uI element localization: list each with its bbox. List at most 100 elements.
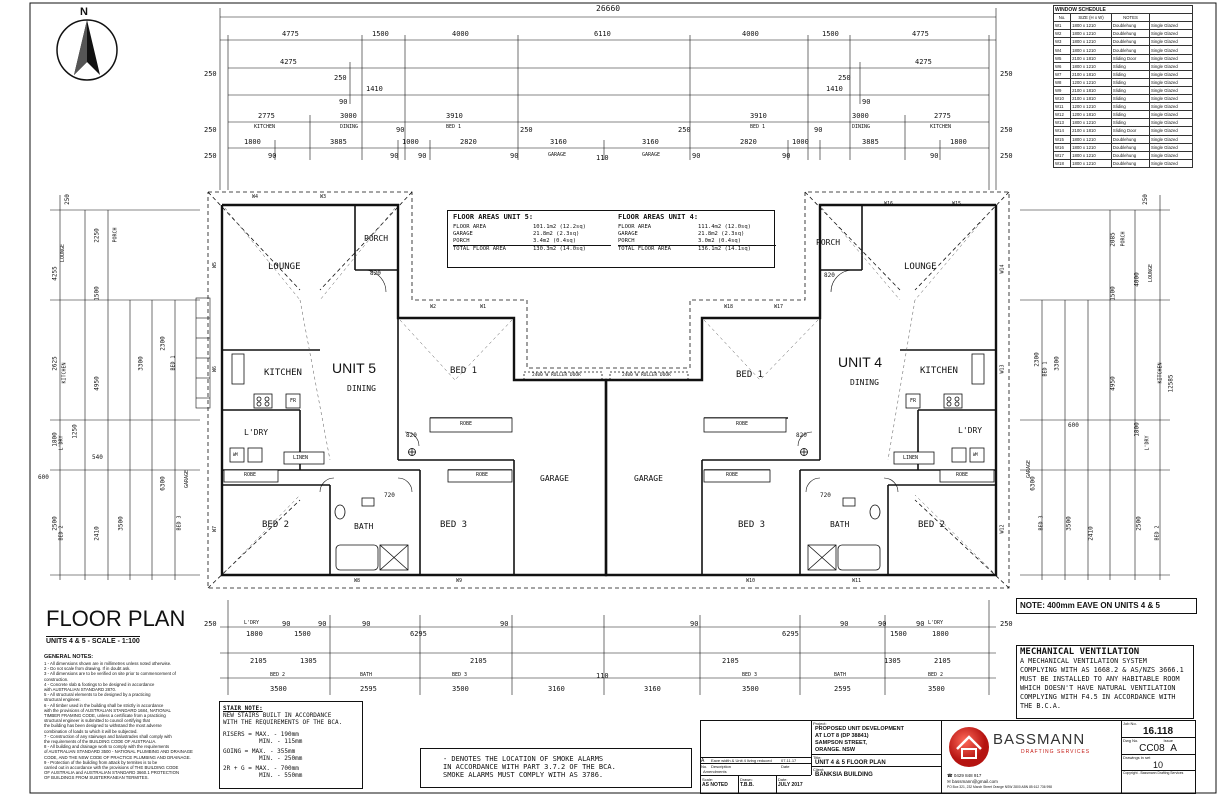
- window-schedule-cell: 1800 x 1210: [1070, 29, 1112, 39]
- u4-lounge: LOUNGE: [904, 262, 937, 272]
- window-schedule-cell: Doublehung: [1110, 37, 1151, 47]
- mech-line: MUST BE INSTALLED TO ANY HABITABLE ROOM: [1020, 675, 1180, 683]
- drawn-cell: Drawn:T.B.B.: [739, 776, 777, 794]
- ldim-label-1: LOUNGE: [60, 243, 67, 263]
- window-schedule-cell: Single Glazed: [1149, 53, 1193, 63]
- rdim-label-6: BED 3: [1038, 515, 1045, 531]
- general-note-line: construction.: [44, 676, 69, 682]
- rdim-label-4: BED 1: [1042, 361, 1049, 377]
- project-line: AT LOT 8 (DP 38841): [815, 733, 869, 739]
- bdim2-4: 2105: [722, 657, 739, 665]
- window-schedule-cell: Single Glazed: [1149, 102, 1193, 112]
- mech-vent-title: MECHANICAL VENTILATION: [1020, 647, 1140, 657]
- door-w-2: 820: [406, 432, 417, 439]
- dim-row3-3: 1410: [366, 85, 383, 93]
- dim-row4-5: 3000: [852, 112, 869, 120]
- window-schedule-cell: W1: [1052, 21, 1072, 31]
- window-schedule-cell: 1200 x 1210: [1070, 102, 1112, 112]
- area-label: TOTAL FLOOR AREA: [453, 246, 506, 252]
- dim-row5-small-2: 90: [268, 152, 277, 160]
- project-line: ORANGE. NSW: [815, 747, 856, 753]
- win-tag-w13: W13: [999, 364, 1006, 374]
- amendments-area: A Eave width & Unit 4 living reduced 07.…: [701, 721, 812, 775]
- stair-2rg-min: MIN. - 550mm: [259, 772, 303, 779]
- stair-2rg: 2R + G = MAX. - 700mm: [223, 765, 299, 772]
- phone-text: 0429 848 917: [953, 773, 982, 778]
- title-label: Title:: [811, 754, 941, 760]
- door-w-4: 720: [820, 492, 831, 499]
- dim-row4-2: 3000: [340, 112, 357, 120]
- project-line: PROPOSED UNIT DEVELOPMENT: [815, 726, 904, 732]
- win-tag-w3: W3: [320, 194, 327, 200]
- area-value: 136.1m2 (14.1sq): [698, 246, 751, 252]
- u4-wm: WM: [973, 452, 978, 457]
- dim-row4-edge-5: 90: [814, 126, 823, 134]
- window-schedule-cell: 1200 x 1210: [1070, 77, 1112, 87]
- bsmall-6: 90: [840, 620, 849, 628]
- u4-dining: DINING: [850, 378, 879, 387]
- dim-row5-small-10: 250: [1000, 152, 1013, 160]
- dim-row3-2: 90: [339, 98, 348, 106]
- window-schedule-cell: 1800 x 1210: [1070, 118, 1112, 128]
- project-info: Project: PROPOSED UNIT DEVELOPMENT AT LO…: [811, 721, 942, 793]
- stair-line: NEW STAIRS BUILT IN ACCORDANCE: [223, 712, 332, 719]
- ldim-label-2: PORCH: [112, 227, 119, 243]
- dim-row5-4: 2820: [460, 138, 477, 146]
- general-note-line: TIMBER FRAMING CODE, unless a certificat…: [44, 713, 166, 719]
- ldim-label-7: L'DRY: [58, 435, 65, 451]
- window-schedule-cell: Single Glazed: [1149, 134, 1193, 144]
- window-schedule-cell: W17: [1052, 150, 1072, 160]
- rdim-12: 2500: [1135, 516, 1143, 531]
- col-header: SIZE (H x W): [1070, 13, 1112, 23]
- ldim-label-5: BED 3: [176, 515, 183, 531]
- win-tag-w1: W1: [480, 304, 487, 310]
- job-info: Job No. 16.118 Dwg No. Issue CC08 A Draw…: [1121, 721, 1195, 793]
- bdim3-label-4: BED 3: [742, 672, 758, 678]
- scale-drawn-date: Scale:AS NOTED Drawn:T.B.B. Date:JULY 20…: [701, 775, 811, 794]
- window-schedule-cell: W7: [1052, 69, 1072, 79]
- general-notes-list: 1 - All dimensions shown are in millimet…: [44, 661, 204, 781]
- dim-top-3: 4000: [452, 30, 469, 38]
- window-schedule-table: WINDOW SCHEDULE No. SIZE (H x W) NOTES W…: [1052, 4, 1193, 168]
- door-w-5: 820: [796, 432, 807, 439]
- window-schedule-cell: 1200 x 1810: [1070, 110, 1112, 120]
- dim-row4-edge-3: 250: [520, 126, 533, 134]
- door-w-1: 820: [370, 270, 381, 277]
- u4-garage: GARAGE: [634, 474, 663, 483]
- u5-unit-label: UNIT 5: [332, 360, 377, 376]
- win-tag-w4: W4: [252, 194, 259, 200]
- bdim-1: 250: [204, 620, 217, 628]
- issue-letter: A: [1170, 743, 1177, 754]
- drawn-label: Drawn:: [739, 777, 753, 782]
- company-phone: ☎ 0429 848 917: [947, 773, 981, 779]
- window-schedule-cell: 1800 x 1210: [1070, 21, 1112, 31]
- bdim2-3: 2105: [470, 657, 487, 665]
- bdim3-2: 2595: [360, 685, 377, 693]
- rdim-label-5: BED 2: [1154, 525, 1161, 541]
- ldim-1: 250: [63, 194, 71, 205]
- company-email: ✉ bassmann@gmail.com: [947, 779, 998, 785]
- dim-row3-1: 250: [204, 70, 217, 78]
- window-schedule-cell: Single Glazed: [1149, 21, 1193, 31]
- ldim-4: 1500: [93, 286, 101, 301]
- general-note-line: 7 - Construction of any stairways and ba…: [44, 733, 172, 739]
- dim-row4-label-1: KITCHEN: [254, 124, 276, 130]
- dim-garage-label-2: GARAGE: [642, 152, 661, 158]
- dim-row5-8: 1000: [792, 138, 809, 146]
- dim-top-4: 6110: [594, 30, 611, 38]
- left-dims: 250 4255 2250 1500 2625 4950 1800 1250 5…: [38, 190, 198, 590]
- general-note-line: of AUSTRALIAN STANDARD 3500 - NATIONAL P…: [44, 749, 193, 755]
- bdim3-9: 3500: [928, 685, 945, 693]
- ldim-9: 540: [92, 454, 103, 461]
- right-dimension-lines: [1020, 195, 1170, 580]
- general-note-line: 3 - All dimensions are to be verified on…: [44, 671, 176, 677]
